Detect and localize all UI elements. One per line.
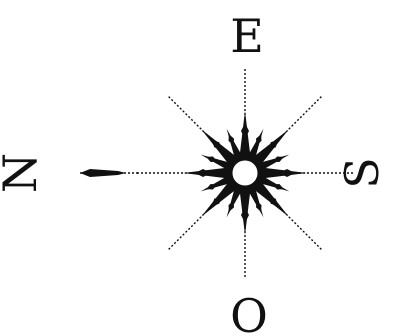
compass-rays <box>80 68 355 278</box>
label-right-s: S <box>335 157 389 189</box>
label-bottom-o: O <box>230 289 268 336</box>
left-pointer-arrow <box>80 169 126 177</box>
compass-center-circle <box>231 159 259 187</box>
label-left-n: N <box>0 153 47 193</box>
label-top-e: E <box>230 9 264 63</box>
